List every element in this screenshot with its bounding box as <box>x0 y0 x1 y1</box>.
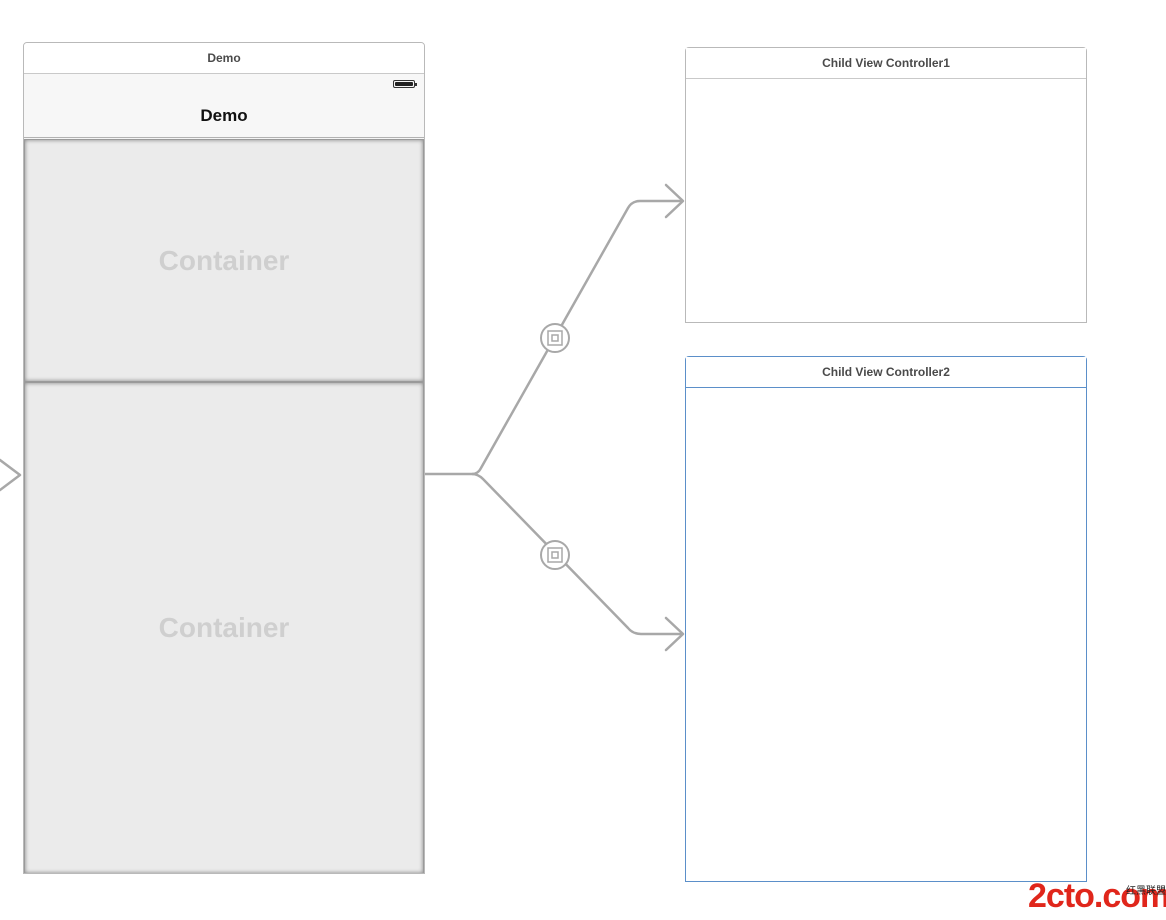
embed-segue-icon[interactable] <box>540 540 570 570</box>
demo-view-controller-scene[interactable]: Demo Demo Container Container <box>23 42 425 874</box>
battery-icon <box>393 80 417 88</box>
watermark-logo: 2cto.com 红黑联盟 <box>1028 876 1166 916</box>
scene-title[interactable]: Child View Controller2 <box>686 357 1086 388</box>
child-view-controller2-scene[interactable]: Child View Controller2 <box>685 356 1087 882</box>
navigation-bar[interactable]: Demo <box>24 74 424 138</box>
container-label: Container <box>158 612 290 643</box>
segue-line-child1[interactable] <box>471 183 685 476</box>
container-label: Container <box>158 244 290 276</box>
segue-line-child2[interactable] <box>471 472 685 652</box>
embed-segue-icon[interactable] <box>540 323 570 353</box>
watermark-logo-text: 2cto.com <box>1028 877 1166 915</box>
scene-title[interactable]: Demo <box>24 43 424 74</box>
scene-title[interactable]: Child View Controller1 <box>686 48 1086 79</box>
nav-title: Demo <box>200 106 248 125</box>
container-view-bottom[interactable]: Container <box>24 382 424 873</box>
container-view-top[interactable]: Container <box>24 139 424 382</box>
initial-view-controller-arrow[interactable] <box>0 458 22 492</box>
watermark-subtitle: 红黑联盟 <box>1126 886 1166 897</box>
child-view-controller1-scene[interactable]: Child View Controller1 <box>685 47 1087 323</box>
